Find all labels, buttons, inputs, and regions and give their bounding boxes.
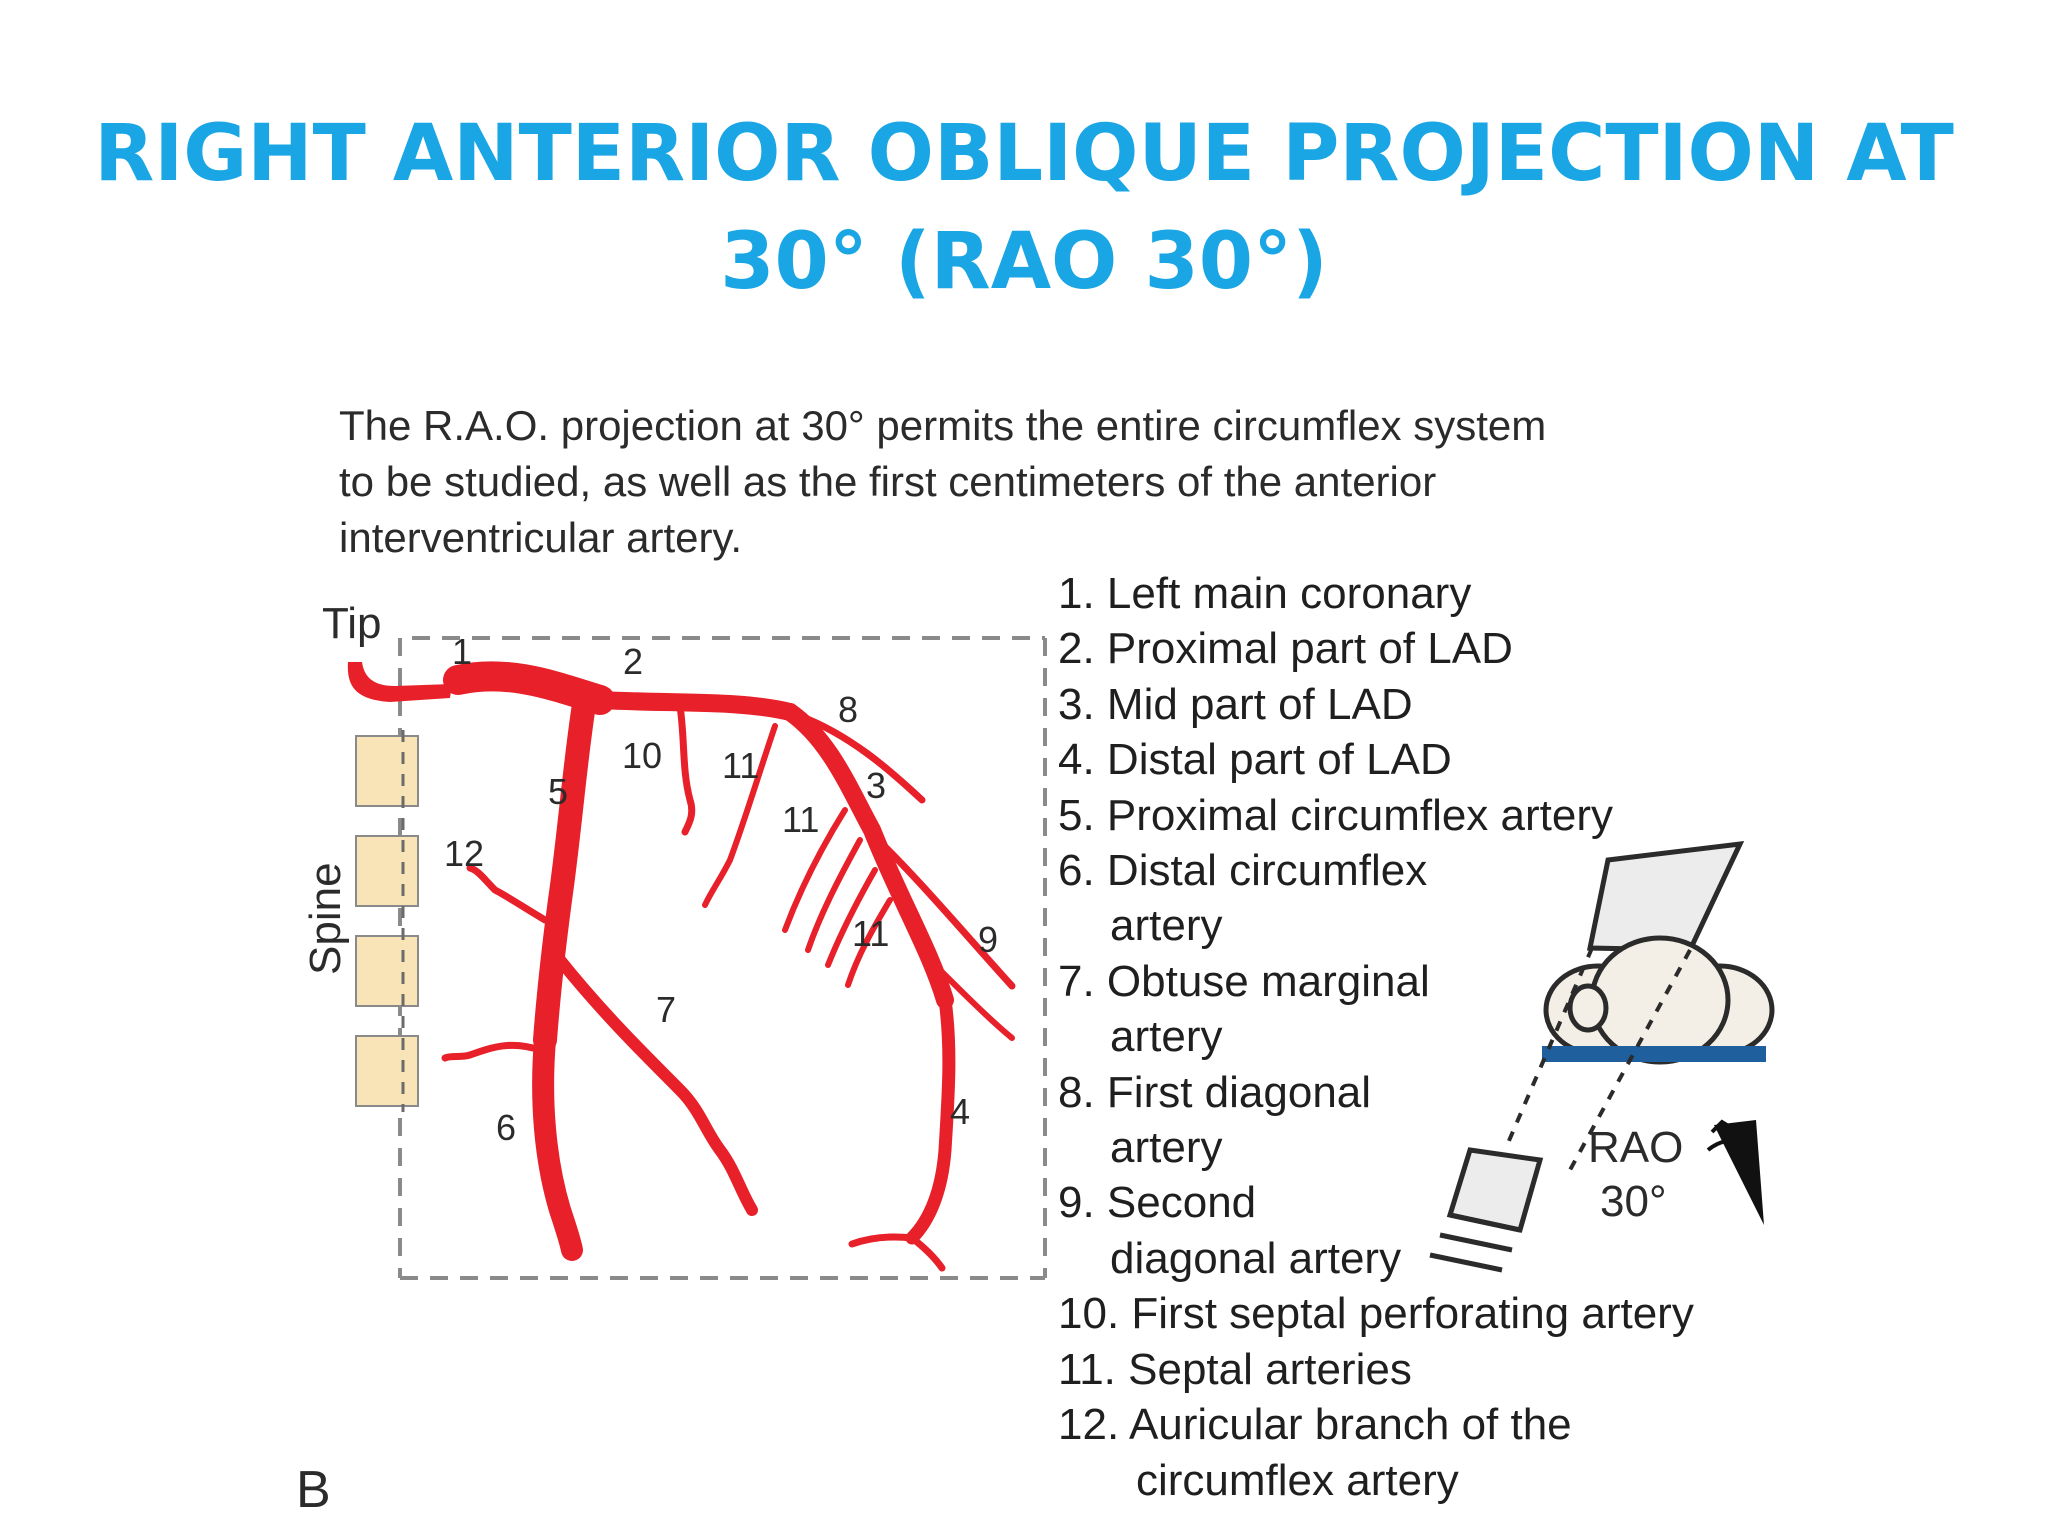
legend-item-8-cont: artery — [1110, 1123, 1223, 1173]
obtuse-marginal-artery — [554, 954, 758, 1216]
angle-wedge-icon — [1714, 1120, 1764, 1225]
auricular-branch — [466, 864, 549, 924]
dashed-frame — [398, 636, 1047, 1280]
spine-label: Spine — [301, 862, 350, 975]
title-line-1: RIGHT ANTERIOR OBLIQUE PROJECTION AT — [94, 109, 1954, 199]
legend-item-6: 6. Distal circumflex — [1058, 846, 1428, 896]
label-5: 5 — [548, 771, 568, 812]
first-diagonal-artery — [796, 712, 926, 804]
label-11c: 11 — [852, 913, 889, 954]
septal-artery-3 — [805, 837, 863, 953]
image-intensifier-icon — [1586, 840, 1745, 953]
legend-item-7: 7. Obtuse marginal — [1058, 956, 1430, 1006]
label-1: 1 — [452, 631, 472, 672]
label-7: 7 — [656, 989, 676, 1030]
lad-side-branch — [927, 957, 1015, 1041]
label-3: 3 — [866, 765, 886, 806]
circumflex-proximal — [533, 686, 597, 1052]
septal-artery-1 — [702, 723, 778, 908]
rao-schematic: RAO 30° — [1429, 840, 1775, 1273]
legend-item-8: 8. First diagonal — [1058, 1067, 1372, 1117]
tip-label: Tip — [322, 599, 382, 648]
legend-item-3: 3. Mid part of LAD — [1058, 679, 1413, 729]
intro-line-3: interventricular artery. — [339, 514, 743, 561]
label-6: 6 — [496, 1107, 516, 1148]
catheter-tip — [347, 662, 452, 702]
septal-artery-5 — [845, 897, 893, 988]
legend-item-2: 2. Proximal part of LAD — [1058, 624, 1513, 674]
legend-item-4: 4. Distal part of LAD — [1058, 735, 1452, 785]
table-icon — [1542, 1046, 1766, 1062]
intro-paragraph: The R.A.O. projection at 30° permits the… — [339, 398, 1759, 566]
lad-distal — [905, 993, 956, 1245]
legend-item-9-cont: diagonal artery — [1110, 1233, 1402, 1283]
xray-tube-icon — [1429, 1147, 1544, 1273]
patient-icon — [1543, 935, 1775, 1065]
rao-label: RAO — [1588, 1123, 1683, 1172]
circumflex-lower-branch — [441, 1041, 544, 1062]
legend-item-12-cont: circumflex artery — [1136, 1455, 1459, 1505]
lad-proximal — [591, 691, 799, 721]
angle-label: 30° — [1600, 1177, 1667, 1226]
second-diagonal-artery — [866, 828, 1016, 990]
label-8: 8 — [838, 689, 858, 730]
lad-distal-fork-right — [908, 1234, 946, 1272]
intro-line-1: The R.A.O. projection at 30° permits the… — [339, 402, 1547, 449]
first-septal-artery — [676, 702, 696, 836]
septal-artery-4 — [825, 867, 878, 968]
label-11b: 11 — [782, 799, 819, 840]
label-2: 2 — [623, 641, 643, 682]
circumflex-distal — [532, 1029, 583, 1261]
label-12: 12 — [444, 833, 484, 874]
coronary-arteries — [441, 661, 1016, 1272]
lad-distal-fork-left — [848, 1233, 916, 1248]
artery-legend: 1. Left main coronary 2. Proximal part o… — [1058, 566, 1798, 1508]
legend-item-7-cont: artery — [1110, 1012, 1223, 1062]
legend-item-9: 9. Second — [1058, 1178, 1257, 1228]
title-line-2: 30° (RAO 30°) — [720, 217, 1328, 307]
beam-lines — [1503, 947, 1692, 1171]
rotation-arrow-icon — [1706, 1119, 1749, 1152]
legend-item-6-cont: artery — [1110, 901, 1223, 951]
label-11a: 11 — [722, 745, 759, 786]
intro-line-2: to be studied, as well as the first cent… — [339, 458, 1437, 505]
legend-item-5: 5. Proximal circumflex artery — [1058, 790, 1614, 840]
label-4: 4 — [950, 1091, 970, 1132]
label-10: 10 — [622, 735, 662, 776]
legend-item-12: 12. Auricular branch of the — [1058, 1400, 1572, 1450]
legend-item-1: 1. Left main coronary — [1058, 569, 1472, 618]
spine-vertebrae — [355, 735, 419, 1107]
label-9: 9 — [978, 919, 998, 960]
legend-item-11: 11. Septal arteries — [1058, 1344, 1412, 1394]
septal-artery-2 — [782, 807, 848, 933]
slide-title: RIGHT ANTERIOR OBLIQUE PROJECTION AT 30°… — [0, 100, 2048, 316]
panel-letter: B — [296, 1461, 331, 1519]
legend-item-10: 10. First septal perforating artery — [1058, 1289, 1694, 1339]
